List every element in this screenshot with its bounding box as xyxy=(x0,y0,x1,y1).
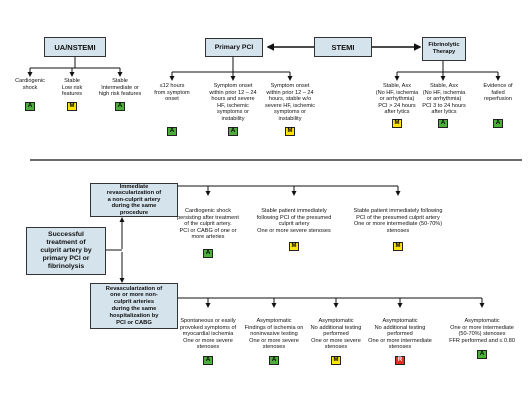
revasc-rating-badge-3: R xyxy=(395,356,405,365)
revasc-rating-badge-2: M xyxy=(331,356,341,365)
ua-rating-badge-0: A xyxy=(25,102,35,111)
revasc-item-text-4: Asymptomatic One or more intermediate (5… xyxy=(449,318,515,344)
revascularization-same-hospitalization-box: Revascularization of one or more non- cu… xyxy=(90,283,178,329)
primary-pci-box: Primary PCI xyxy=(205,38,263,57)
revasc-item-text-1: Asymptomatic Findings of ischemia on non… xyxy=(244,318,304,351)
fibrinolytic-therapy-box: Fibrinolytic Therapy xyxy=(422,37,466,61)
immediate-item-text-1: Stable patient immediately following PCI… xyxy=(256,208,332,234)
pci-item-text-2: Symptom onset within prior 12 – 24 hours… xyxy=(264,83,316,122)
fib-rating-badge-0: M xyxy=(392,119,402,128)
fib-item-text-0: Stable, Asx (No HF, ischemia or arrhythm… xyxy=(375,83,419,116)
immediate-item-text-0: Cardiogenic shock persisting after treat… xyxy=(177,208,239,241)
immediate-revascularization-box: Immediate revascularization of a non-cul… xyxy=(90,183,178,217)
pci-item-text-1: Symptom onset within prior 12 – 24 hours… xyxy=(209,83,257,122)
pci-rating-badge-0: A xyxy=(167,127,177,136)
ua-rating-badge-2: A xyxy=(115,102,125,111)
ua-rating-badge-1: M xyxy=(67,102,77,111)
ua-item-text-2: Stable Intermediate or high risk feature… xyxy=(98,78,142,98)
immediate-rating-badge-2: M xyxy=(393,242,403,251)
revasc-rating-badge-4: A xyxy=(477,350,487,359)
revasc-item-text-3: Asymptomatic No additional testing perfo… xyxy=(368,318,432,351)
successful-treatment-box: Successful treatment of culprit artery b… xyxy=(26,227,106,275)
stemi-box: STEMI xyxy=(314,37,372,57)
revasc-item-text-0: Spontaneous or easily provoked symptoms … xyxy=(179,318,237,351)
immediate-item-text-2: Stable patient immediately following PCI… xyxy=(353,208,443,234)
pci-item-text-0: ≤12 hours from symptom onset xyxy=(154,83,190,103)
ua-item-text-0: Cardiogenic shock xyxy=(15,78,45,91)
fib-item-text-2: Evidence of failed reperfusion xyxy=(483,83,513,103)
revasc-item-text-2: Asymptomatic No additional testing perfo… xyxy=(310,318,362,351)
revasc-rating-badge-1: A xyxy=(269,356,279,365)
pci-rating-badge-1: A xyxy=(228,127,238,136)
ua-nstemi-box: UA/NSTEMI xyxy=(44,37,106,57)
immediate-rating-badge-0: A xyxy=(203,249,213,258)
revasc-rating-badge-0: A xyxy=(203,356,213,365)
fib-rating-badge-1: A xyxy=(438,119,448,128)
ua-item-text-1: Stable Low risk features xyxy=(61,78,83,98)
immediate-rating-badge-1: M xyxy=(289,242,299,251)
fib-item-text-1: Stable, Asx (No HF, ischemia or arrhythm… xyxy=(422,83,466,116)
fib-rating-badge-2: A xyxy=(493,119,503,128)
pci-rating-badge-2: M xyxy=(285,127,295,136)
